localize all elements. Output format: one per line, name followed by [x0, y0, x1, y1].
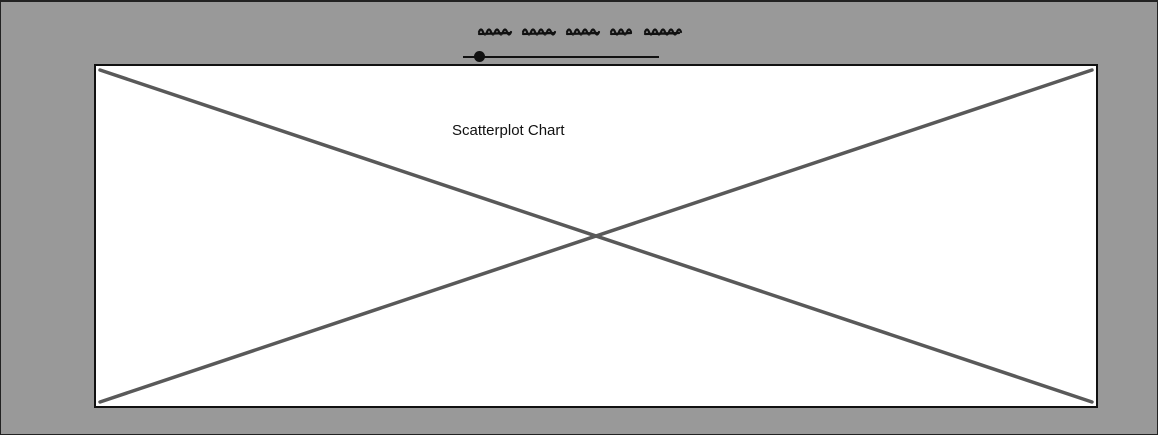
image-placeholder-cross-icon — [98, 68, 1094, 404]
chart-placeholder-label: Scatterplot Chart — [452, 122, 565, 139]
cross-line-up — [98, 68, 1094, 404]
slider-thumb[interactable] — [473, 51, 485, 62]
scribbled-text-icon — [477, 28, 683, 36]
slider[interactable] — [463, 48, 659, 64]
chart-placeholder: Scatterplot Chart — [94, 64, 1098, 408]
slider-track[interactable] — [463, 56, 659, 58]
